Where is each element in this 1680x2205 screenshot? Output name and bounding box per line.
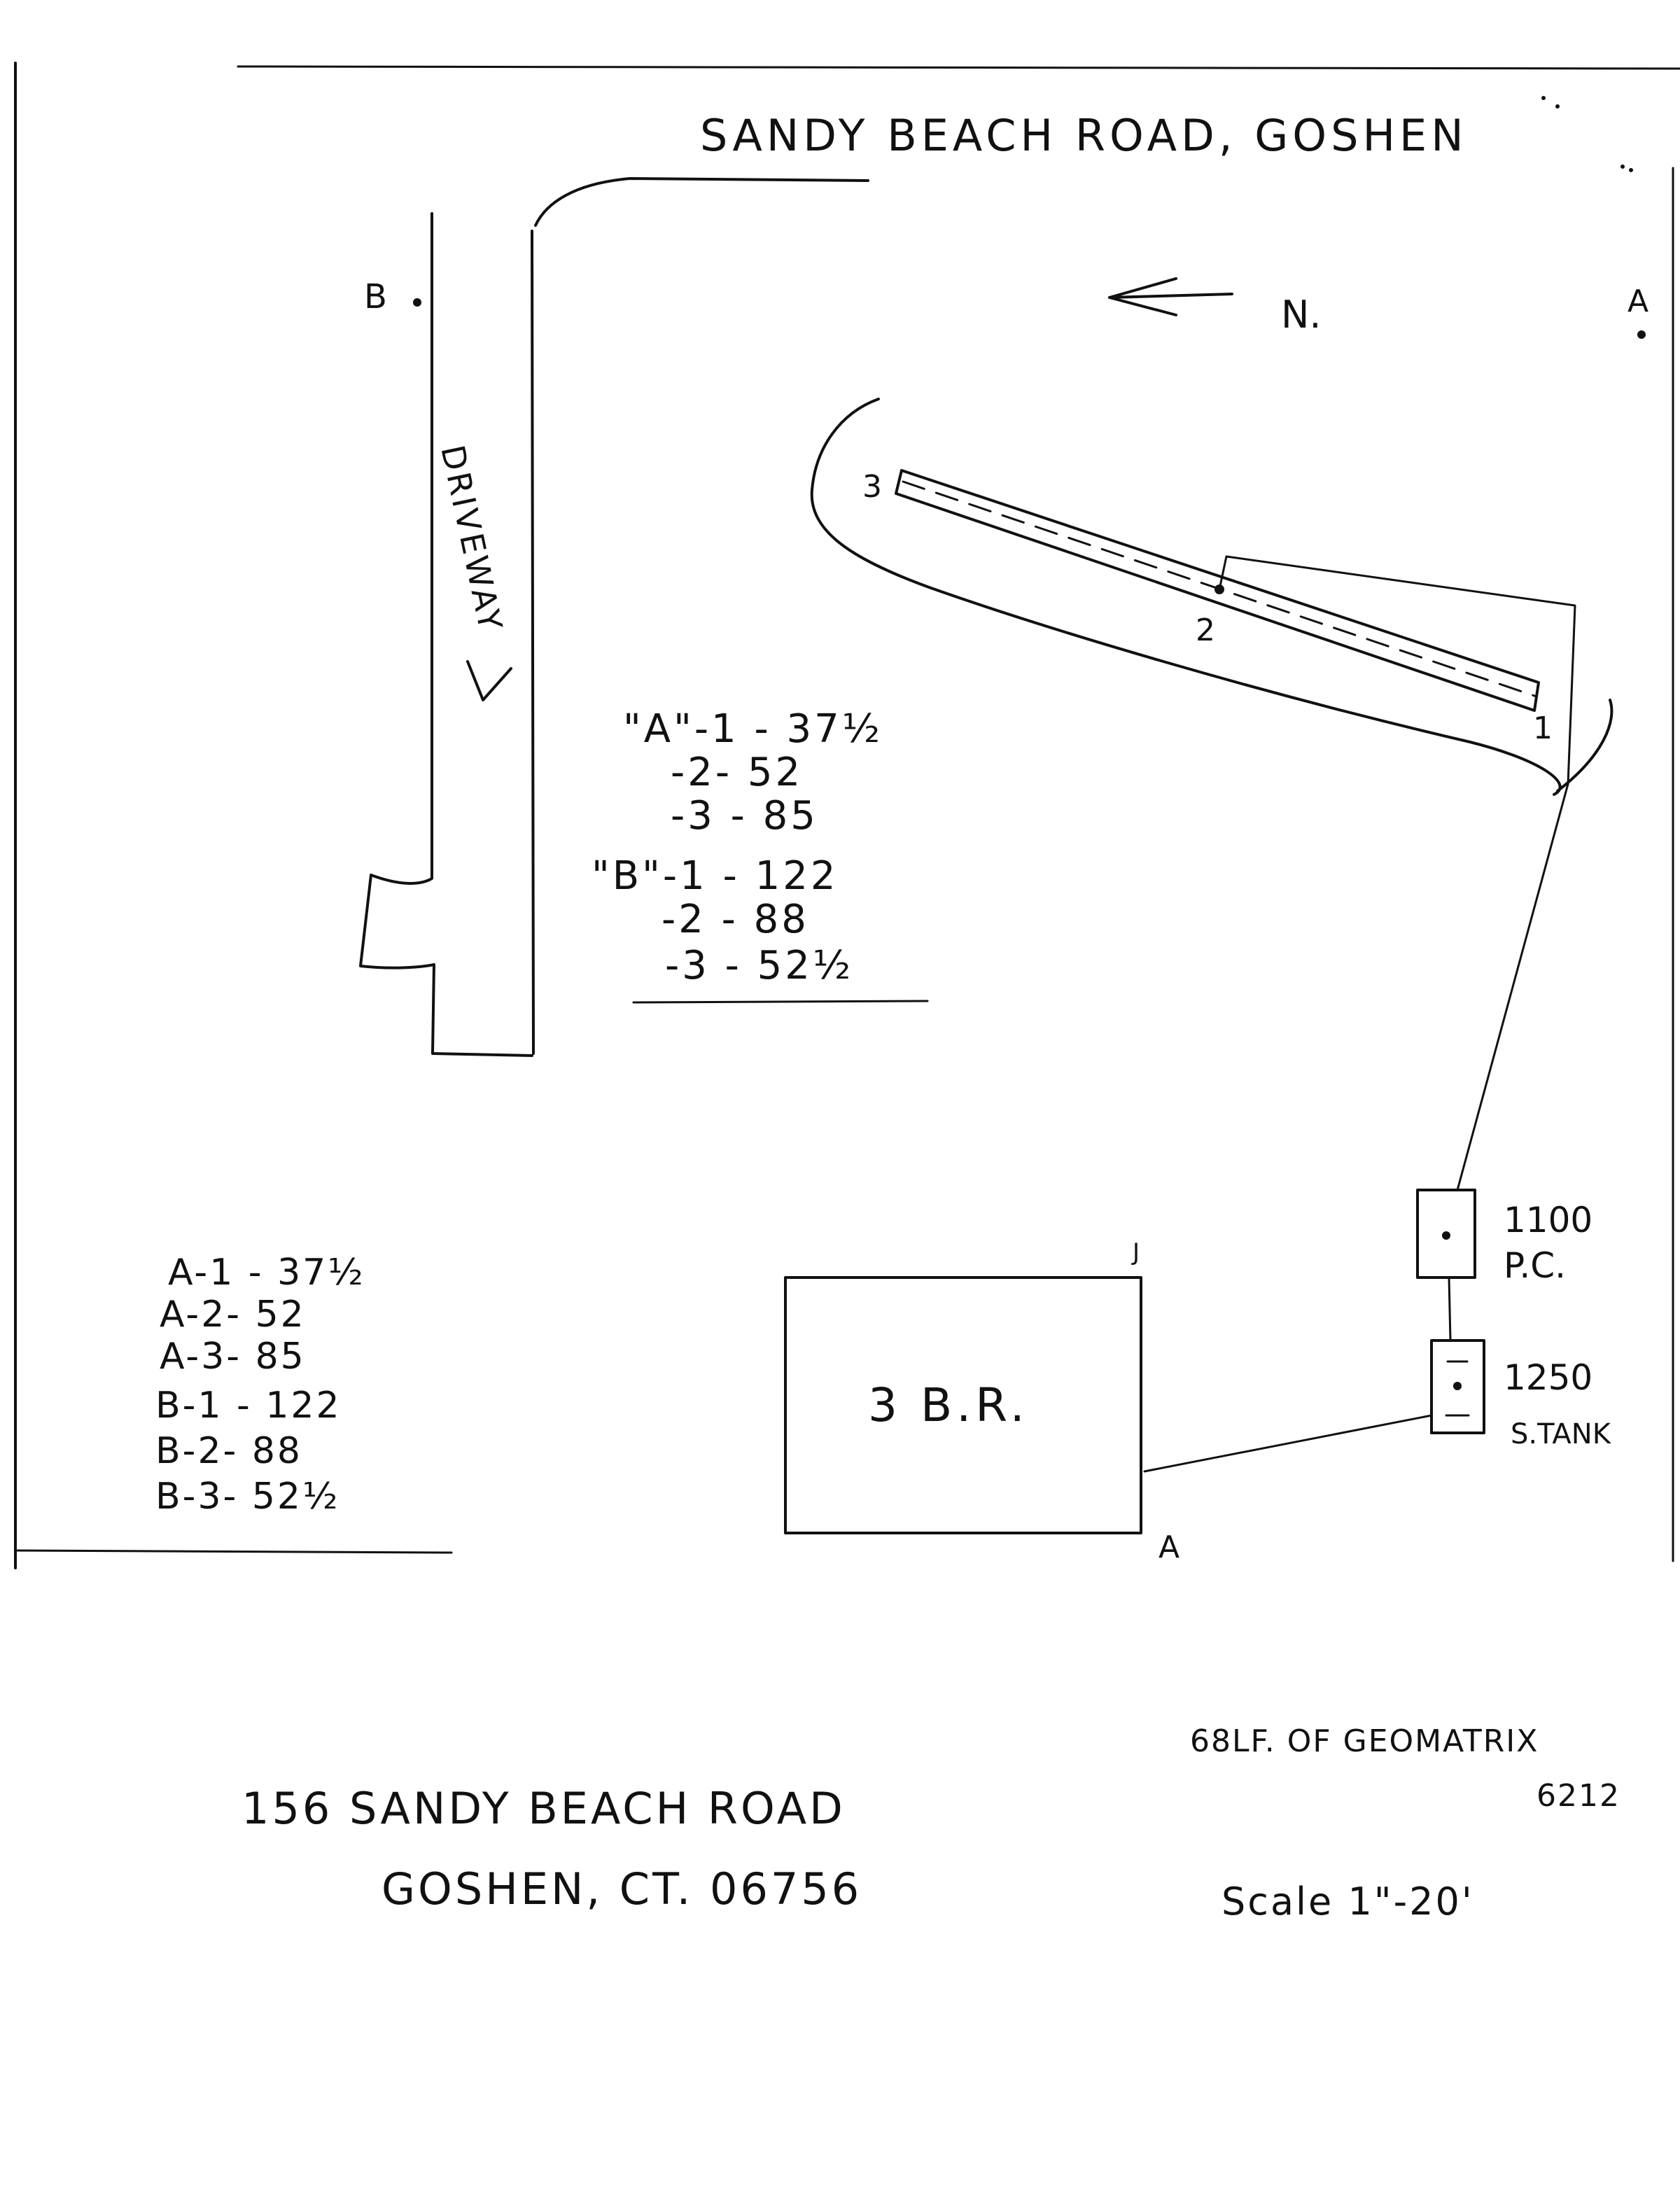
table-1-row: -2- 52	[671, 750, 803, 795]
table-2-row: A-2- 52	[160, 1294, 306, 1336]
driveway-arrow-icon	[466, 660, 512, 701]
leaching-area-boundary	[810, 398, 1614, 796]
pump-chamber	[1416, 1189, 1476, 1279]
scan-speck	[1620, 164, 1625, 169]
table-1-row: "B"-1 - 122	[592, 853, 838, 899]
road-edge	[534, 177, 869, 227]
driveway-right-edge	[531, 230, 535, 1055]
scan-speck	[1555, 104, 1560, 108]
table-1-row: "A"-1 - 37½	[623, 706, 883, 752]
table-1-row: -2 - 88	[662, 897, 809, 942]
building-sewer-line	[1143, 1414, 1433, 1473]
pump-chamber-label: P.C.	[1504, 1245, 1566, 1286]
reference-b-label: B	[364, 277, 387, 316]
road-title: SANDY BEACH ROAD, GOSHEN	[700, 110, 1468, 161]
measurements-table-2: A-1 - 37½ A-2- 52 A-3- 85 B-1 - 122 B-2-…	[16, 1252, 453, 1554]
house-footprint	[784, 1276, 1142, 1534]
table-2-row: B-2- 88	[155, 1430, 302, 1472]
trench-point-1: 1	[1533, 710, 1553, 746]
reference-a-label: A	[1628, 284, 1648, 319]
table-2-underline	[16, 1549, 453, 1554]
geomatrix-note-line2: 6212	[1536, 1778, 1620, 1814]
table-2-row: A-3- 85	[160, 1336, 306, 1378]
page-top-rule	[237, 65, 1680, 70]
trench-outline	[895, 469, 1540, 712]
house-corner-a: A	[1158, 1530, 1180, 1565]
table-1-row: -3 - 85	[671, 793, 818, 839]
table-2-row: B-1 - 122	[155, 1385, 342, 1427]
table-2-row: A-1 - 37½	[168, 1252, 365, 1294]
force-main-to-pump-chamber	[1456, 783, 1569, 1191]
address-line1: 156 SANDY BEACH ROAD	[241, 1783, 846, 1834]
pump-chamber-capacity: 1100	[1504, 1200, 1592, 1240]
measurements-table-1: "A"-1 - 37½ -2- 52 -3 - 85 "B"-1 - 122 -…	[592, 706, 929, 1004]
scan-speck	[1541, 96, 1546, 100]
trench-point-2: 2	[1196, 612, 1215, 648]
table-2-row: B-3- 52½	[155, 1476, 340, 1518]
septic-tank-label: S.TANK	[1511, 1418, 1612, 1450]
driveway-left-edge	[359, 212, 533, 1057]
north-arrow-label: N.	[1281, 293, 1322, 337]
table-1-row: -3 - 52½	[665, 943, 853, 988]
tank-to-pump-chamber-line	[1448, 1276, 1452, 1342]
house-corner-j: J	[1131, 1238, 1140, 1266]
driveway-label: DRIVEWAY	[433, 442, 510, 636]
reference-b-dot	[413, 298, 421, 307]
reference-a-dot	[1637, 330, 1646, 339]
septic-tank-dot	[1453, 1382, 1462, 1390]
table-1-underline	[632, 1000, 929, 1004]
house-label: 3 B.R.	[868, 1378, 1029, 1432]
pump-chamber-dot	[1442, 1231, 1450, 1240]
north-arrow-icon	[1108, 277, 1233, 316]
scale-note: Scale 1"-20'	[1222, 1879, 1474, 1924]
trench-point-3: 3	[862, 469, 882, 505]
septic-tank	[1430, 1339, 1485, 1434]
septic-tank-capacity: 1250	[1504, 1357, 1592, 1398]
distribution-line-to-point-2	[1218, 555, 1576, 785]
scan-speck	[1629, 168, 1633, 172]
geomatrix-note-line1: 68LF. OF GEOMATRIX	[1190, 1723, 1539, 1759]
address-line2: GOSHEN, CT. 06756	[382, 1863, 862, 1914]
